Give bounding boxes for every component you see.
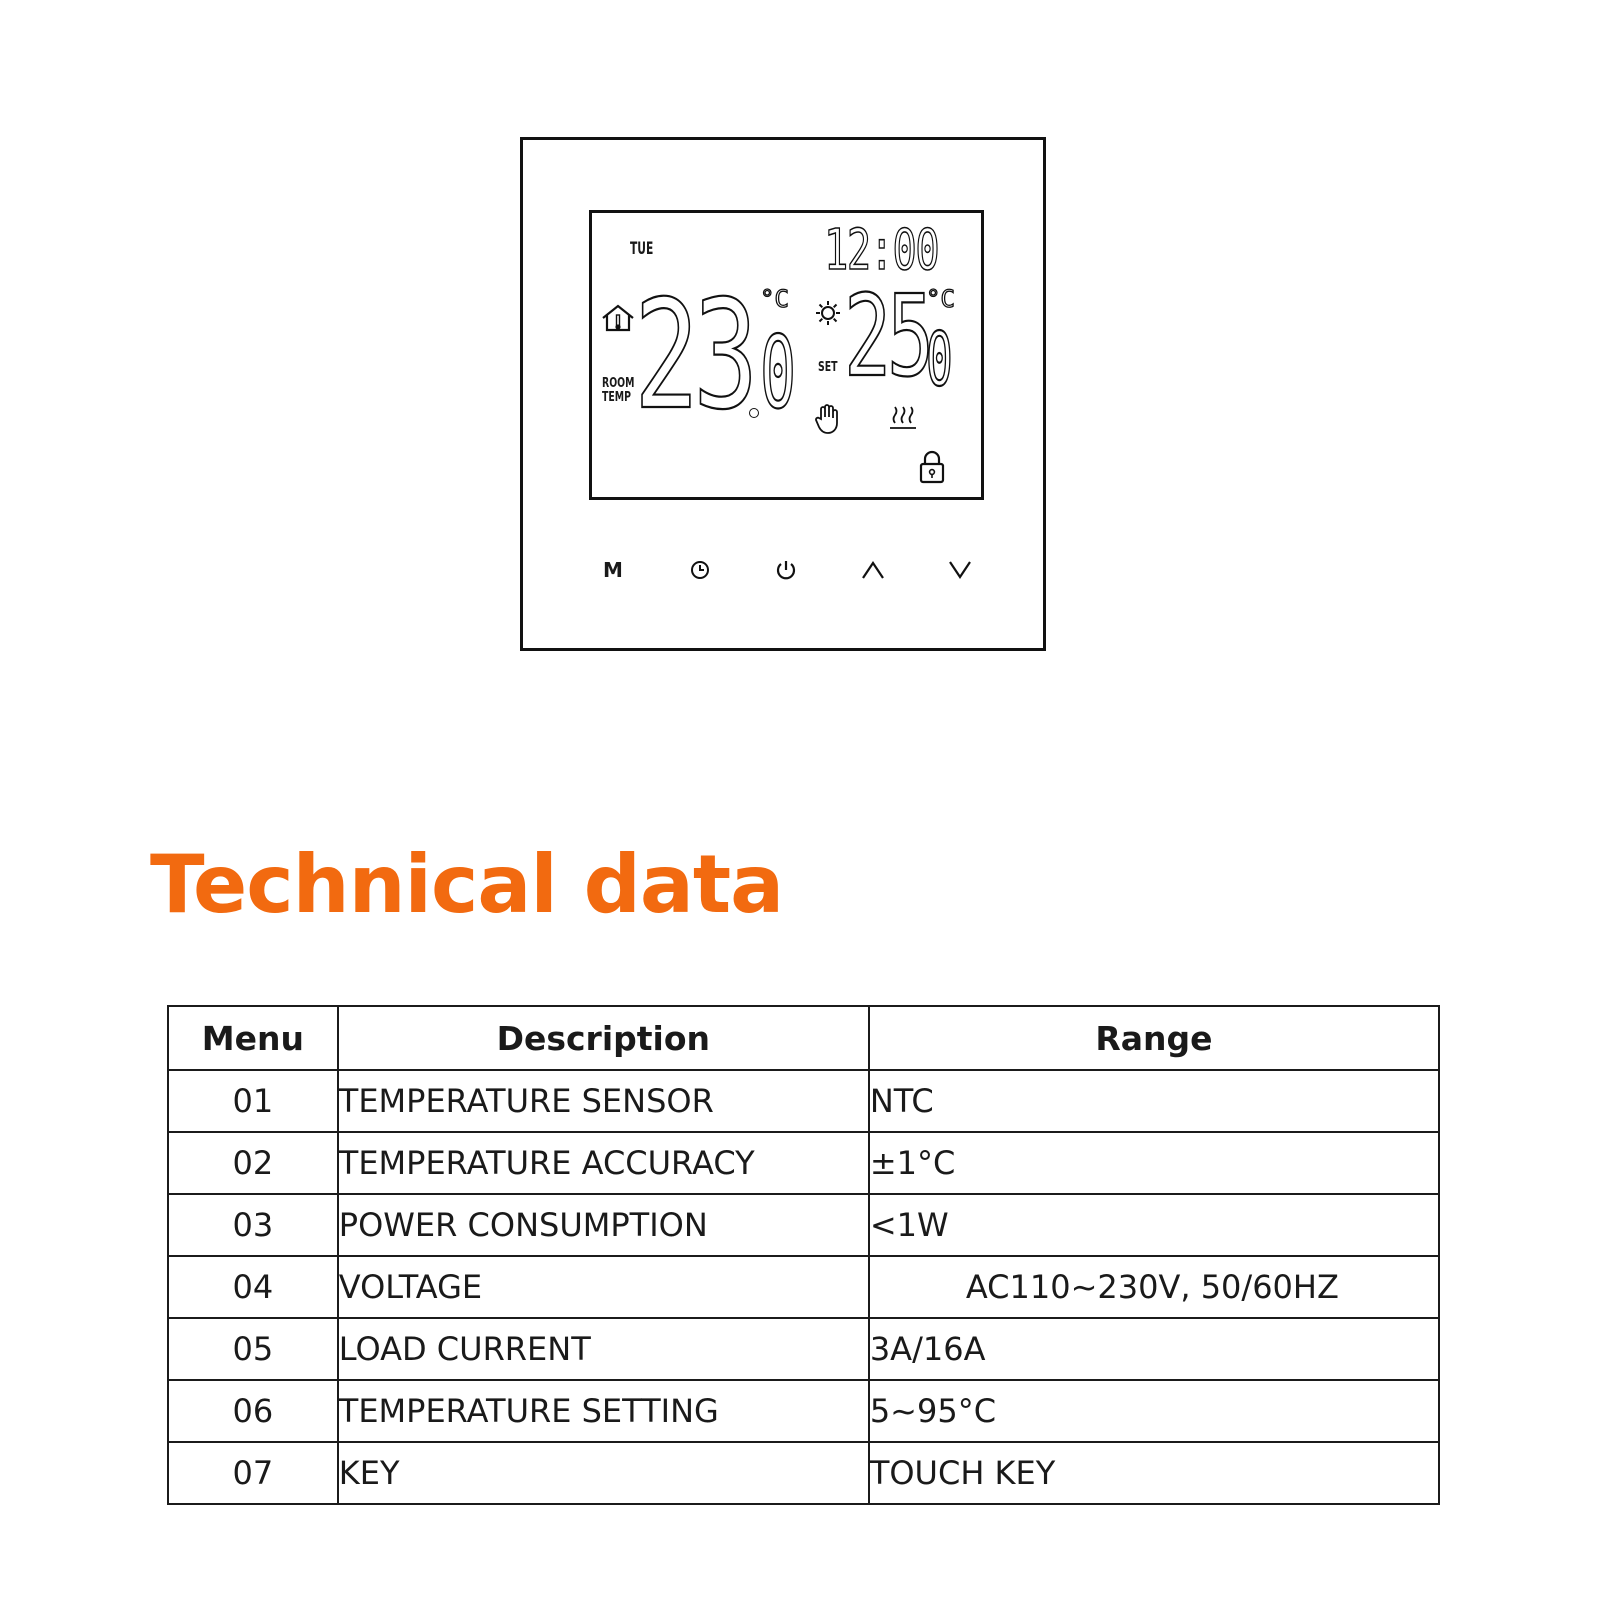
room-temperature: 23 xyxy=(633,269,759,443)
heating-icon xyxy=(890,406,916,429)
down-button[interactable] xyxy=(940,550,980,590)
range-cell: TOUCH KEY xyxy=(867,1441,1441,1505)
manual-hand-icon xyxy=(815,404,838,434)
decimal-point xyxy=(749,408,759,418)
range-cell: AC110~230V, 50/60HZ xyxy=(867,1255,1441,1319)
sun-icon xyxy=(816,301,840,325)
up-button[interactable] xyxy=(853,550,893,590)
range-cell: NTC xyxy=(867,1069,1441,1133)
home-thermometer-icon xyxy=(602,304,634,332)
description-cell: LOAD CURRENT xyxy=(336,1317,870,1381)
clock-button[interactable] xyxy=(680,550,720,590)
set-label: SET xyxy=(818,360,838,375)
description-cell: TEMPERATURE SENSOR xyxy=(336,1069,870,1133)
thermostat-panel: TUE 12:00 ROOM TEMP 23 0 °C SET 25 xyxy=(520,137,1046,651)
menu-cell: 06 xyxy=(167,1379,339,1443)
table-row: 06 TEMPERATURE SETTING 5~95°C xyxy=(167,1379,1441,1443)
menu-cell: 01 xyxy=(167,1069,339,1133)
table-row: 03 POWER CONSUMPTION <1W xyxy=(167,1193,1441,1257)
room-temp-label: ROOM TEMP xyxy=(602,377,634,404)
range-cell: <1W xyxy=(867,1193,1441,1257)
table-header-row: Menu Description Range xyxy=(167,1005,1441,1071)
set-temperature-decimal: 0 xyxy=(925,317,953,403)
room-unit: °C xyxy=(759,284,789,313)
room-label-line1: ROOM xyxy=(602,376,635,391)
lcd-screen: TUE 12:00 ROOM TEMP 23 0 °C SET 25 xyxy=(589,210,984,500)
section-title: Technical data xyxy=(150,838,784,931)
description-cell: KEY xyxy=(336,1441,870,1505)
description-cell: VOLTAGE xyxy=(336,1255,870,1319)
clock-icon xyxy=(691,561,709,579)
header-description: Description xyxy=(336,1005,870,1071)
description-cell: POWER CONSUMPTION xyxy=(336,1193,870,1257)
clock-display: 12:00 xyxy=(823,218,940,283)
day-indicator: TUE xyxy=(630,239,654,259)
table-row: 07 KEY TOUCH KEY xyxy=(167,1441,1441,1505)
button-row: M xyxy=(523,550,1043,590)
mode-button[interactable]: M xyxy=(603,558,623,582)
room-temperature-decimal: 0 xyxy=(759,314,796,431)
description-cell: TEMPERATURE ACCURACY xyxy=(336,1131,870,1195)
menu-cell: 03 xyxy=(167,1193,339,1257)
room-label-line2: TEMP xyxy=(602,389,631,405)
table-row: 05 LOAD CURRENT 3A/16A xyxy=(167,1317,1441,1381)
range-cell: 3A/16A xyxy=(867,1317,1441,1381)
menu-cell: 07 xyxy=(167,1441,339,1505)
table-row: 02 TEMPERATURE ACCURACY ±1°C xyxy=(167,1131,1441,1195)
set-unit: °C xyxy=(925,284,955,313)
menu-cell: 05 xyxy=(167,1317,339,1381)
range-cell: 5~95°C xyxy=(867,1379,1441,1443)
table-row: 01 TEMPERATURE SENSOR NTC xyxy=(167,1069,1441,1133)
technical-data-table: Menu Description Range 01 TEMPERATURE SE… xyxy=(167,1005,1441,1505)
menu-cell: 02 xyxy=(167,1131,339,1195)
chevron-up-icon xyxy=(862,561,884,579)
lock-icon xyxy=(919,450,945,484)
table-row: 04 VOLTAGE AC110~230V, 50/60HZ xyxy=(167,1255,1441,1319)
power-button[interactable] xyxy=(766,550,806,590)
power-icon xyxy=(776,561,796,580)
menu-cell: 04 xyxy=(167,1255,339,1319)
header-menu: Menu xyxy=(167,1005,339,1071)
header-range: Range xyxy=(867,1005,1441,1071)
set-temperature: 25 xyxy=(843,272,935,402)
description-cell: TEMPERATURE SETTING xyxy=(336,1379,870,1443)
chevron-down-icon xyxy=(949,561,971,579)
range-cell: ±1°C xyxy=(867,1131,1441,1195)
